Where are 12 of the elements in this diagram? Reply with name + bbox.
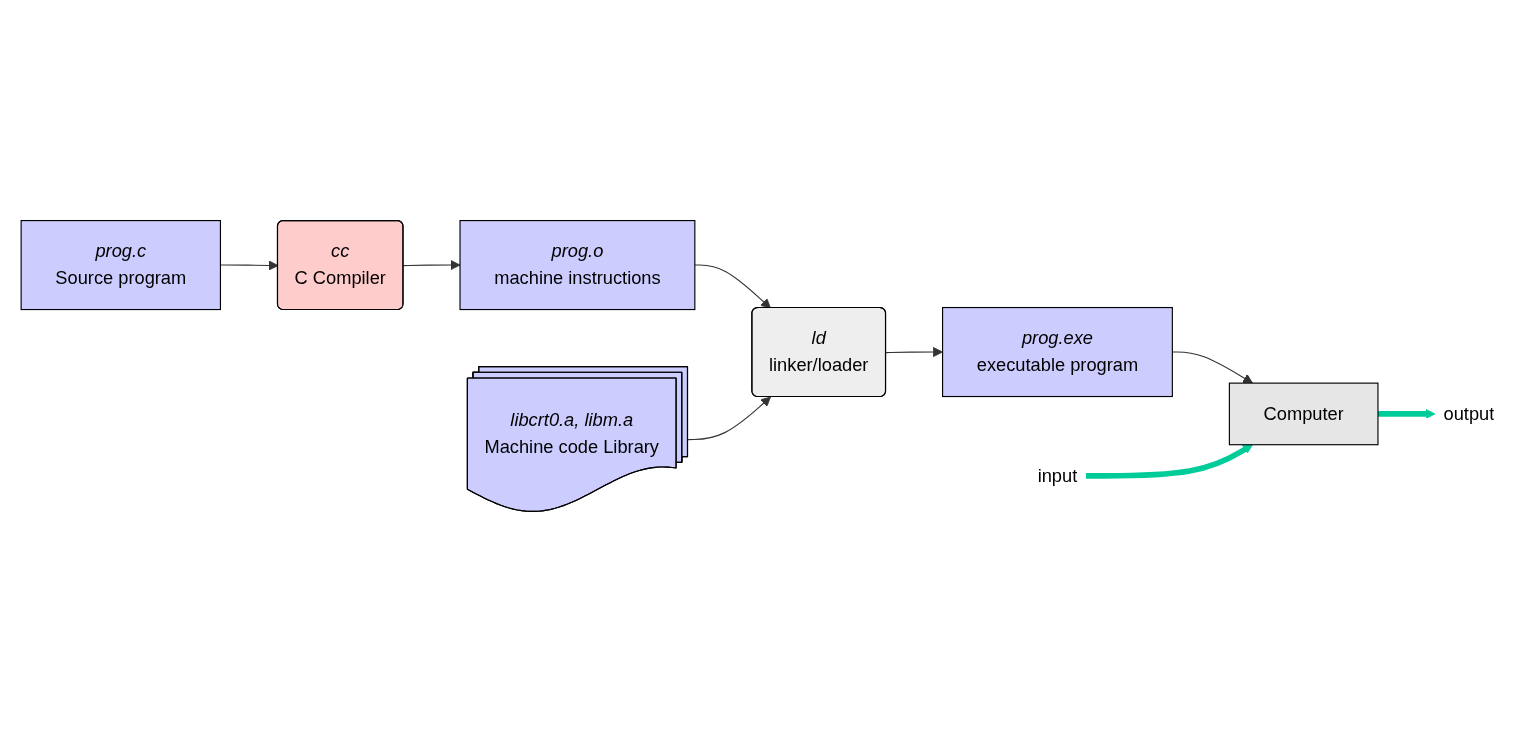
arrow (885, 346, 943, 357)
arrow (1085, 443, 1253, 479)
node-box: prog.o machine instructions (458, 219, 695, 310)
node-box: prog.c Source program (20, 219, 221, 310)
arrow (1171, 350, 1253, 384)
arrow (402, 259, 460, 270)
arrow (687, 396, 771, 440)
node-box: Computer (1228, 382, 1379, 445)
node-text: input (1037, 465, 1077, 485)
node-text: output (1443, 403, 1494, 423)
node-box: prog.exe executable program (941, 306, 1173, 397)
arrow (1377, 408, 1435, 419)
